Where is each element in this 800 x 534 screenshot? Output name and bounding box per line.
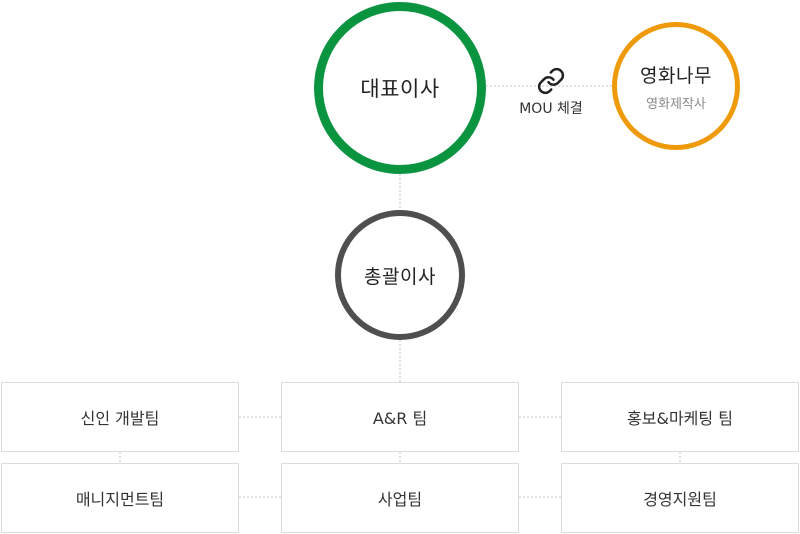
team-label: 경영지원팀 [643,490,717,509]
team-label: 매니지먼트팀 [75,490,165,509]
team-box-marketing: 홍보&마케팅 팀 [561,382,799,452]
team-box-rookie: 신인 개발팀 [1,382,239,452]
link-icon [537,67,565,95]
team-box-admin: 경영지원팀 [561,463,799,533]
mou-label: MOU 체결 [519,101,583,117]
team-box-anr: A&R 팀 [281,382,519,452]
partner-title: 영화나무 [640,64,712,87]
team-label: 신인 개발팀 [80,409,160,428]
team-label: 사업팀 [377,490,423,509]
mou-connection: MOU 체결 [496,66,606,118]
coo-title: 총괄이사 [364,265,436,288]
coo-node: 총괄이사 [335,210,465,340]
team-box-management: 매니지먼트팀 [1,463,239,533]
ceo-title: 대표이사 [360,77,440,101]
partner-subtitle: 영화제작사 [646,96,706,112]
partner-node: 영화나무 영화제작사 [612,22,740,150]
ceo-node: 대표이사 [314,2,486,174]
team-box-business: 사업팀 [281,463,519,533]
team-label: 홍보&마케팅 팀 [627,409,733,428]
team-label: A&R 팀 [372,409,428,428]
